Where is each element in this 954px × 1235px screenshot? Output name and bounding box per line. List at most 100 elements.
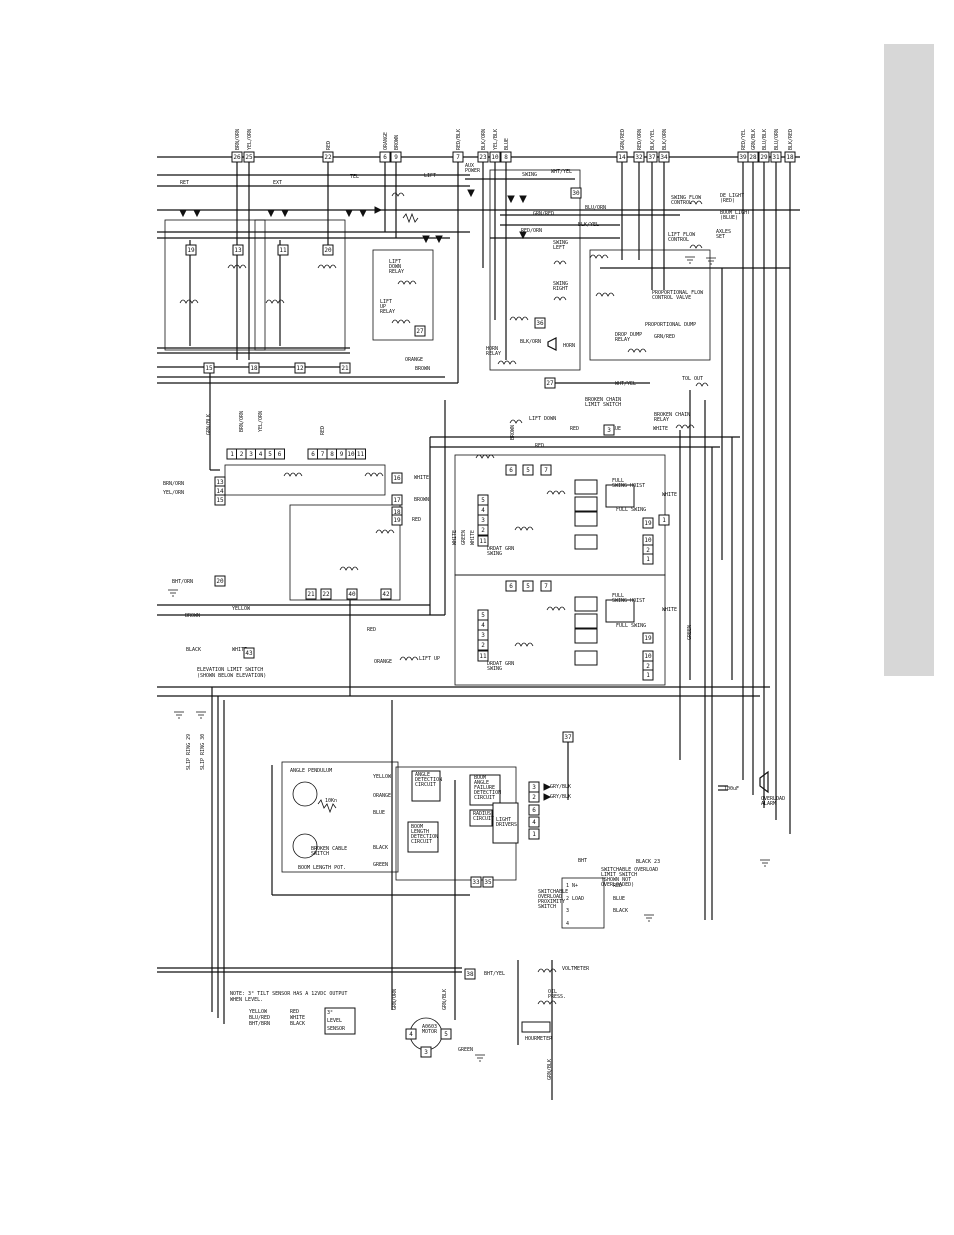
terminal: 7 [540,580,552,592]
component-label: BHT/ORN [172,579,193,585]
terminal: 5 [477,609,489,621]
terminal: 4 [477,619,489,631]
component-label: WHITE [653,426,668,432]
component-label: AUX [465,163,474,169]
terminal-number: 43 [245,650,253,657]
terminal: 38 [464,968,476,980]
wire-label: ORANGE [383,132,389,150]
component-label: ANGLE PENDULUM [290,768,332,774]
component-label: LIFT [424,173,436,179]
wire-label: YEL/ORN [247,129,253,150]
terminal-number: 16 [393,475,401,482]
component-label: WHEN LEVEL. [230,997,263,1003]
terminal-number: 22 [322,591,330,598]
terminal: 2 [477,524,489,536]
component-label: OVERLOAD [538,894,562,900]
component-label: RET [180,180,189,186]
component-label: BOOM [411,824,423,830]
component-label: DRDAT GRN [487,546,514,552]
terminal-left2: 20 [214,575,226,587]
terminal-number: 11 [479,653,487,660]
terminal: 3 [477,514,489,526]
component-label: CIRCUIT [415,782,436,788]
component-label: BLACK 23 [636,859,660,865]
top-terminal: 23 [477,151,489,163]
component-label: SWING HOIST [612,483,645,489]
vertical-wire-label: WHITE [452,530,458,545]
component-label: AXLES [716,229,731,235]
terminal: 5 [477,494,489,506]
component-label: LIFT [389,259,401,265]
component-label: BHT [578,858,587,864]
wire-label: YEL/BLK [493,129,499,150]
terminal-number: 5 [481,612,485,619]
component-label: DETECTION [474,790,501,796]
top-terminal: 29 [758,151,770,163]
wire-label: BRN/ORN [235,129,241,150]
terminal-number: 13 [216,479,224,486]
terminal-number: 3 [481,632,485,639]
component-label: FULL [612,593,624,599]
component-label: RED [570,426,579,432]
terminal-number: 19 [393,517,401,524]
component-label: SWING [487,666,502,672]
terminal: 1 [642,669,654,681]
component-label: ORANGE [405,357,423,363]
wire-label: RED/BLK [456,129,462,150]
top-terminal: 6 [379,151,391,163]
component-label: TOL OUT [682,376,703,382]
top-terminal: 34 [658,151,670,163]
terminal: 21 [339,362,351,374]
component-label: PROPORTIONAL FLOW [652,290,704,296]
component-label: BOOM LIGHT [720,210,750,216]
component-label: FULL [612,478,624,484]
component-label: RADIUS [473,811,491,817]
terminal: 5 [522,464,534,476]
terminal-left2: 22 [320,588,332,600]
component-label: 4 [566,921,569,927]
terminal: 36 [534,317,546,329]
terminal: 6 [505,464,517,476]
wire-label: BLK/YEL [650,129,656,150]
component-label: ELEVATION LIMIT SWITCH [197,667,263,673]
terminal-number: 10 [347,451,355,458]
component-label: SWING FLOW [671,195,702,201]
terminal: 27 [414,325,426,337]
terminal-number: 2 [646,547,650,554]
component-label: BHT/YEL [484,971,505,977]
component-label: GRN/RED [533,211,554,217]
terminal-number: 4 [259,451,263,458]
component-label: ORANGE [374,659,392,665]
terminal-number: 2 [481,642,485,649]
component-label: BROKEN CHAIN [654,412,690,418]
terminal-number: 15 [205,365,213,372]
terminal-number: 37 [648,154,656,161]
component-label: LIGHT [496,817,511,823]
top-bus [157,156,800,973]
terminal-number: 1 [646,672,650,679]
vertical-wire-label: GRN/BLK [206,414,212,435]
terminal: 19 [185,244,197,256]
terminal-row1: 3 [245,448,257,460]
top-terminal: 37 [646,151,658,163]
component-label: BROWN [185,613,200,619]
component-label: BLACK [186,647,201,653]
component-label: SET [716,234,725,240]
terminal-number: 40 [348,591,356,598]
terminal-number: 28 [749,154,757,161]
terminal-number: 6 [278,451,282,458]
terminal-number: 31 [772,154,780,161]
component-label: BLACK [373,845,388,851]
component-label: WHITE [662,492,677,498]
component-label: OVERLOADED) [601,882,634,888]
terminal-number: 14 [618,154,626,161]
wire-label: GRN/RED [620,129,626,150]
component-label: RELAY [380,309,395,315]
terminal-number: 8 [504,154,508,161]
component-label: LEFT [553,245,565,251]
wire-label: BLK/ORN [481,129,487,150]
terminal-number: 13 [234,247,242,254]
component-label: CONTROL [668,237,689,243]
terminal-number: 4 [532,819,536,826]
